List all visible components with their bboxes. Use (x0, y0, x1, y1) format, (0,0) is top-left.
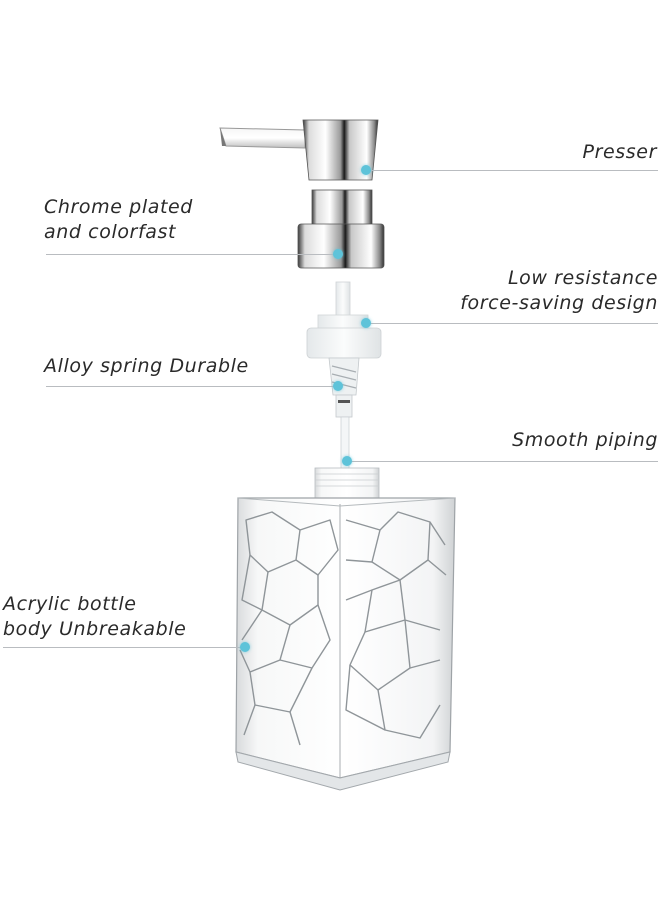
marker-dot-smooth-piping (342, 456, 352, 466)
marker-dot-presser (361, 165, 371, 175)
callout-label-chrome-line1: Chrome plated (44, 196, 193, 218)
leader-line-chrome (46, 254, 340, 255)
callout-label-acrylic-line2: body Unbreakable (3, 618, 187, 640)
marker-dot-low-resistance (361, 318, 371, 328)
leader-line-alloy-spring (46, 386, 338, 387)
bottle-body (235, 497, 456, 791)
callout-label-acrylic-line1: Acrylic bottle (3, 593, 137, 615)
chrome-collar (297, 189, 385, 269)
callout-label-low-resistance-line2: force-saving design (460, 292, 658, 314)
leader-line-presser (368, 170, 658, 171)
leader-line-smooth-piping (348, 461, 658, 462)
marker-dot-acrylic (240, 642, 250, 652)
leader-line-acrylic (3, 647, 245, 648)
callout-label-alloy-spring: Alloy spring Durable (44, 355, 249, 377)
presser-head (219, 119, 379, 181)
marker-dot-alloy-spring (333, 381, 343, 391)
callout-label-chrome-line2: and colorfast (44, 221, 177, 243)
callout-label-smooth-piping: Smooth piping (512, 429, 658, 451)
leader-line-low-resistance (367, 323, 658, 324)
callout-label-low-resistance-line1: Low resistance (507, 267, 658, 289)
callout-label-presser: Presser (582, 141, 657, 163)
marker-dot-chrome (333, 249, 343, 259)
